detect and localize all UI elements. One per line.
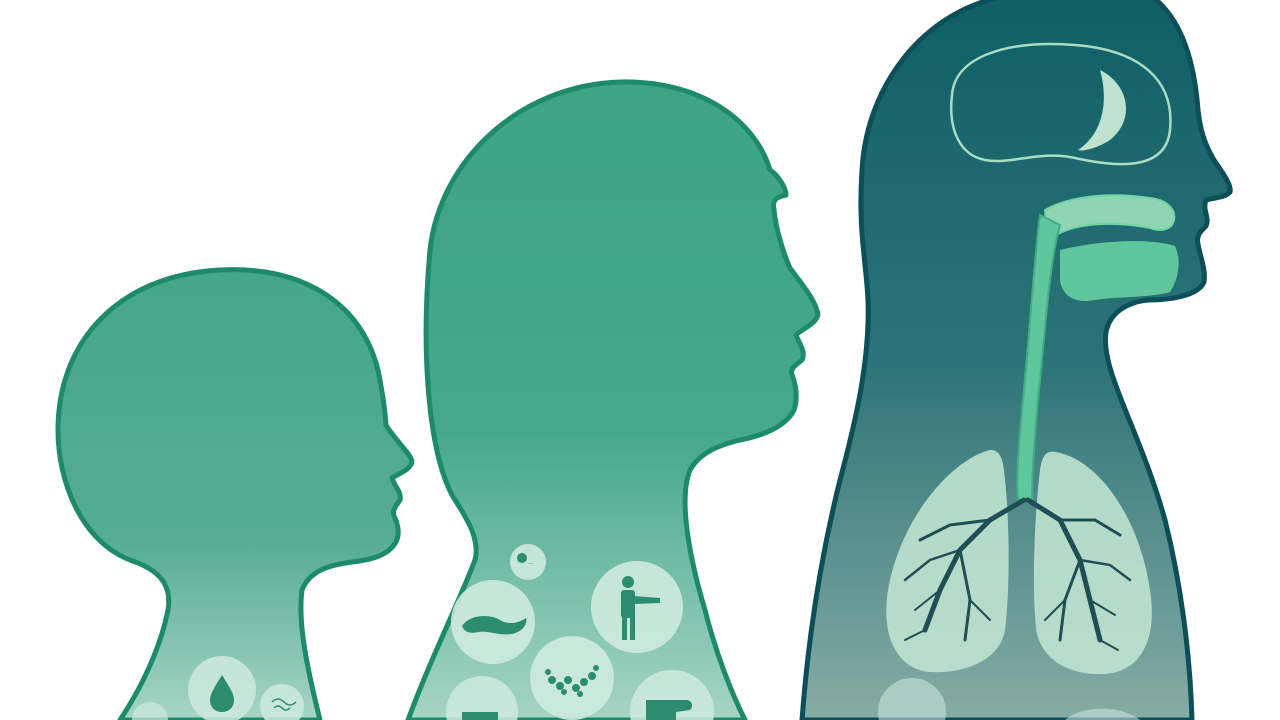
toddler-silhouette bbox=[55, 267, 415, 720]
bronchi-icon bbox=[903, 497, 1132, 651]
airway-icon bbox=[1016, 194, 1179, 501]
circle-icon bbox=[132, 702, 168, 720]
water-drop-icon bbox=[210, 675, 234, 712]
hand-icon bbox=[646, 700, 693, 720]
block-icon bbox=[462, 712, 498, 720]
insect-icon bbox=[271, 698, 297, 711]
person-pointing-icon bbox=[621, 576, 660, 640]
svg-text:···: ··· bbox=[528, 561, 534, 568]
brain-icon bbox=[950, 42, 1172, 166]
child-silhouette: ··· bbox=[405, 79, 821, 720]
worm-icon bbox=[462, 616, 527, 635]
toddler-icon-circles bbox=[132, 656, 304, 720]
logo-icon: ··· bbox=[517, 553, 534, 568]
adult-silhouette bbox=[799, 0, 1233, 720]
particles-icon bbox=[545, 665, 599, 697]
child-icon-circles: ··· bbox=[446, 544, 714, 720]
